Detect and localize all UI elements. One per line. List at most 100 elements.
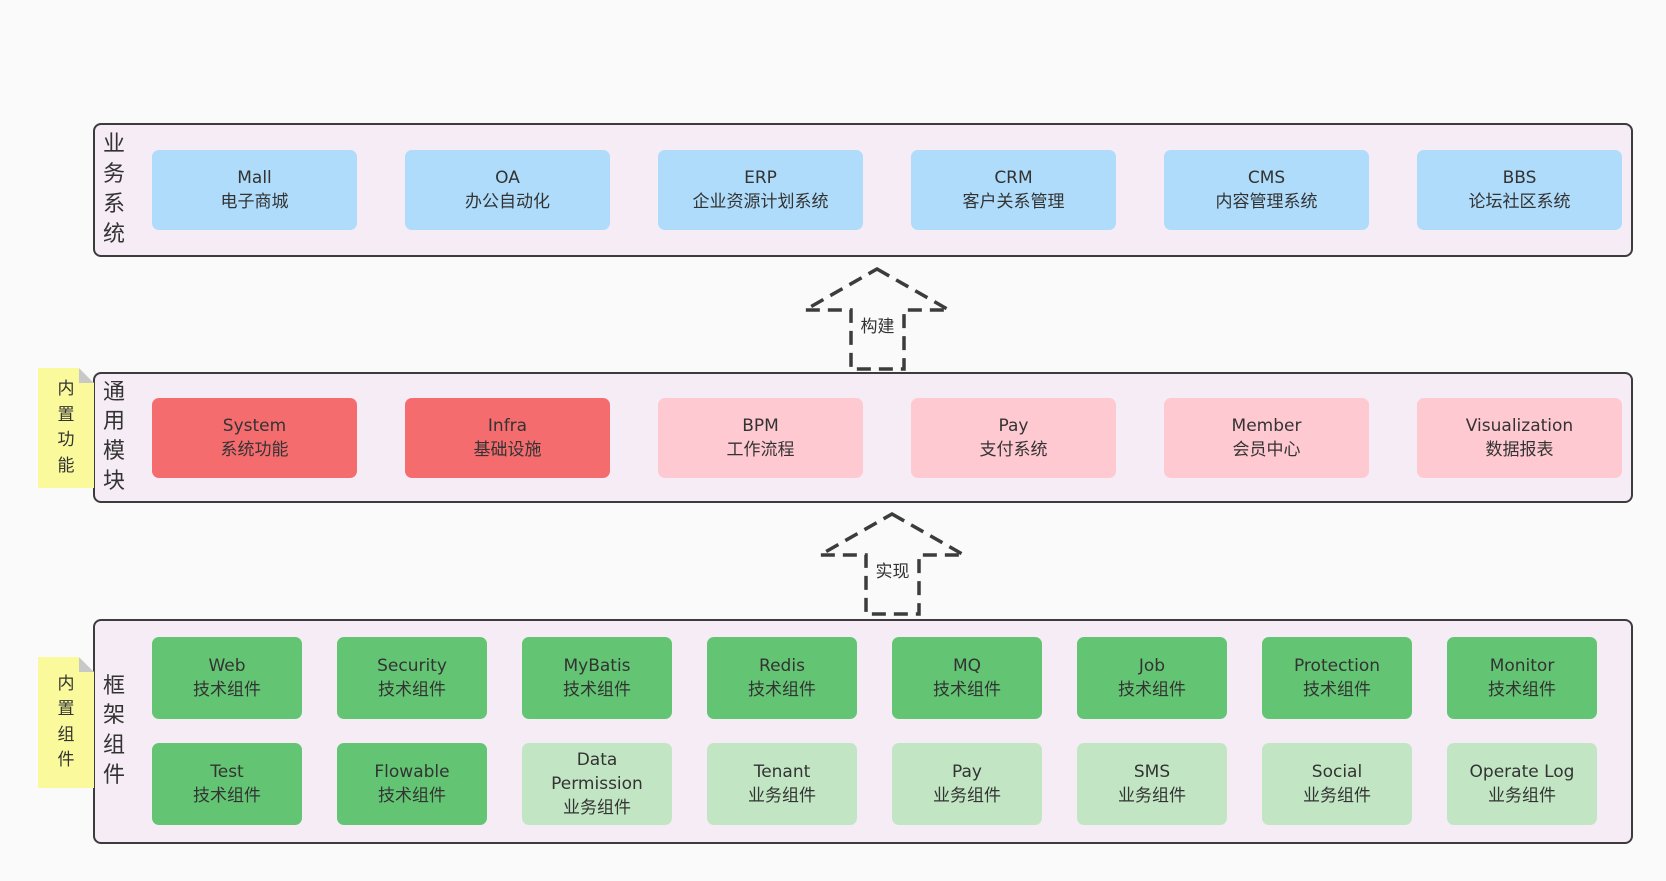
box-subtitle: 技术组件	[748, 680, 816, 700]
box-name: Web	[208, 656, 246, 676]
note-built-in-features-label: 内 置 功 能	[57, 379, 75, 476]
band-label-business-systems: 业 务 系 统	[103, 132, 126, 247]
box-name: BPM	[742, 416, 779, 436]
box-bpm: BPM 工作流程	[658, 398, 863, 478]
box-mybatis: MyBatis 技术组件	[522, 637, 672, 719]
band-framework-components: 框 架 组 件 Web 技术组件 Security 技术组件 MyBatis 技…	[93, 619, 1633, 844]
box-name: CRM	[994, 168, 1033, 188]
box-subtitle: 技术组件	[378, 680, 446, 700]
box-name: Mall	[237, 168, 272, 188]
business-systems-row: Mall 电子商城 OA 办公自动化 ERP 企业资源计划系统 CRM 客户关系…	[152, 150, 1622, 230]
box-name: Social	[1311, 762, 1363, 782]
box-subtitle: 工作流程	[726, 440, 795, 460]
box-subtitle: 技术组件	[1488, 680, 1556, 700]
box-subtitle: 办公自动化	[465, 192, 550, 212]
box-name: Monitor	[1489, 656, 1555, 676]
box-name: Protection	[1293, 656, 1380, 676]
box-mall: Mall 电子商城	[152, 150, 357, 230]
box-name: Operate Log	[1469, 762, 1575, 782]
box-member: Member 会员中心	[1164, 398, 1369, 478]
box-sms: SMS 业务组件	[1077, 743, 1227, 825]
box-pay: Pay 支付系统	[911, 398, 1116, 478]
box-bbs: BBS 论坛社区系统	[1417, 150, 1622, 230]
folded-corner-icon	[79, 368, 94, 383]
box-subtitle: 客户关系管理	[962, 192, 1065, 212]
box-name: Test	[210, 762, 244, 782]
box-name: Job	[1138, 656, 1166, 676]
band-label-framework-components: 框 架 组 件	[103, 673, 126, 789]
box-name: Infra	[487, 416, 528, 436]
box-subtitle: 系统功能	[220, 440, 289, 460]
framework-components-row-2: Test 技术组件 Flowable 技术组件 Data Permission …	[152, 743, 1597, 825]
box-crm: CRM 客户关系管理	[911, 150, 1116, 230]
box-subtitle: 业务组件	[1488, 786, 1556, 806]
box-subtitle: 内容管理系统	[1215, 192, 1318, 212]
box-name: Pay	[952, 762, 982, 782]
box-infra: Infra 基础设施	[405, 398, 610, 478]
box-subtitle: 会员中心	[1232, 440, 1301, 460]
box-oa: OA 办公自动化	[405, 150, 610, 230]
box-web: Web 技术组件	[152, 637, 302, 719]
band-business-systems: 业 务 系 统 Mall 电子商城 OA 办公自动化 ERP 企业资源计划系统 …	[93, 123, 1633, 257]
box-subtitle: 电子商城	[220, 192, 289, 212]
box-subtitle: 业务组件	[933, 786, 1001, 806]
box-subtitle: 技术组件	[1118, 680, 1186, 700]
box-name: System	[222, 416, 287, 436]
box-name: MyBatis	[563, 656, 631, 676]
arrow-build: 构建	[800, 266, 955, 372]
band-common-modules: 通 用 模 块 System 系统功能 Infra 基础设施 BPM 工作流程 …	[93, 372, 1633, 503]
box-name: Visualization	[1465, 416, 1574, 436]
box-subtitle: 技术组件	[378, 786, 446, 806]
box-name: Member	[1231, 416, 1302, 436]
box-mq: MQ 技术组件	[892, 637, 1042, 719]
box-erp: ERP 企业资源计划系统	[658, 150, 863, 230]
band-label-common-modules: 通 用 模 块	[103, 379, 126, 495]
box-subtitle: 支付系统	[979, 440, 1048, 460]
box-subtitle: 技术组件	[563, 680, 631, 700]
box-subtitle: 基础设施	[473, 440, 542, 460]
box-subtitle: 业务组件	[1118, 786, 1186, 806]
arrow-implement-label: 实现	[872, 557, 913, 582]
arrow-implement: 实现	[815, 511, 970, 617]
box-monitor: Monitor 技术组件	[1447, 637, 1597, 719]
box-subtitle: 技术组件	[1303, 680, 1371, 700]
box-flowable: Flowable 技术组件	[337, 743, 487, 825]
box-protection: Protection 技术组件	[1262, 637, 1412, 719]
box-name: CMS	[1247, 168, 1286, 188]
box-name: MQ	[952, 656, 982, 676]
folded-corner-icon	[79, 657, 94, 672]
arrow-build-label: 构建	[857, 312, 898, 337]
box-test: Test 技术组件	[152, 743, 302, 825]
box-name: BBS	[1502, 168, 1537, 188]
box-name: Flowable	[374, 762, 450, 782]
box-visualization: Visualization 数据报表	[1417, 398, 1622, 478]
box-name: SMS	[1133, 762, 1171, 782]
box-name: Data Permission	[551, 750, 643, 794]
framework-components-row-1: Web 技术组件 Security 技术组件 MyBatis 技术组件 Redi…	[152, 637, 1597, 719]
box-name: OA	[495, 168, 520, 188]
common-modules-row: System 系统功能 Infra 基础设施 BPM 工作流程 Pay 支付系统…	[152, 398, 1622, 478]
note-built-in-components-label: 内 置 组 件	[57, 673, 75, 770]
box-name: Redis	[759, 656, 805, 676]
box-security: Security 技术组件	[337, 637, 487, 719]
note-built-in-components: 内 置 组 件	[38, 657, 94, 788]
box-name: Security	[377, 656, 447, 676]
box-cms: CMS 内容管理系统	[1164, 150, 1369, 230]
box-subtitle: 技术组件	[933, 680, 1001, 700]
box-subtitle: 业务组件	[748, 786, 816, 806]
box-subtitle: 数据报表	[1485, 440, 1554, 460]
box-tenant: Tenant 业务组件	[707, 743, 857, 825]
box-name: Pay	[998, 416, 1029, 436]
box-data-permission: Data Permission 业务组件	[522, 743, 672, 825]
box-name: ERP	[744, 168, 777, 188]
box-subtitle: 企业资源计划系统	[692, 192, 829, 212]
box-redis: Redis 技术组件	[707, 637, 857, 719]
box-social: Social 业务组件	[1262, 743, 1412, 825]
box-subtitle: 业务组件	[563, 798, 631, 818]
box-subtitle: 技术组件	[193, 680, 261, 700]
box-subtitle: 技术组件	[193, 786, 261, 806]
box-operate-log: Operate Log 业务组件	[1447, 743, 1597, 825]
box-system: System 系统功能	[152, 398, 357, 478]
box-subtitle: 业务组件	[1303, 786, 1371, 806]
